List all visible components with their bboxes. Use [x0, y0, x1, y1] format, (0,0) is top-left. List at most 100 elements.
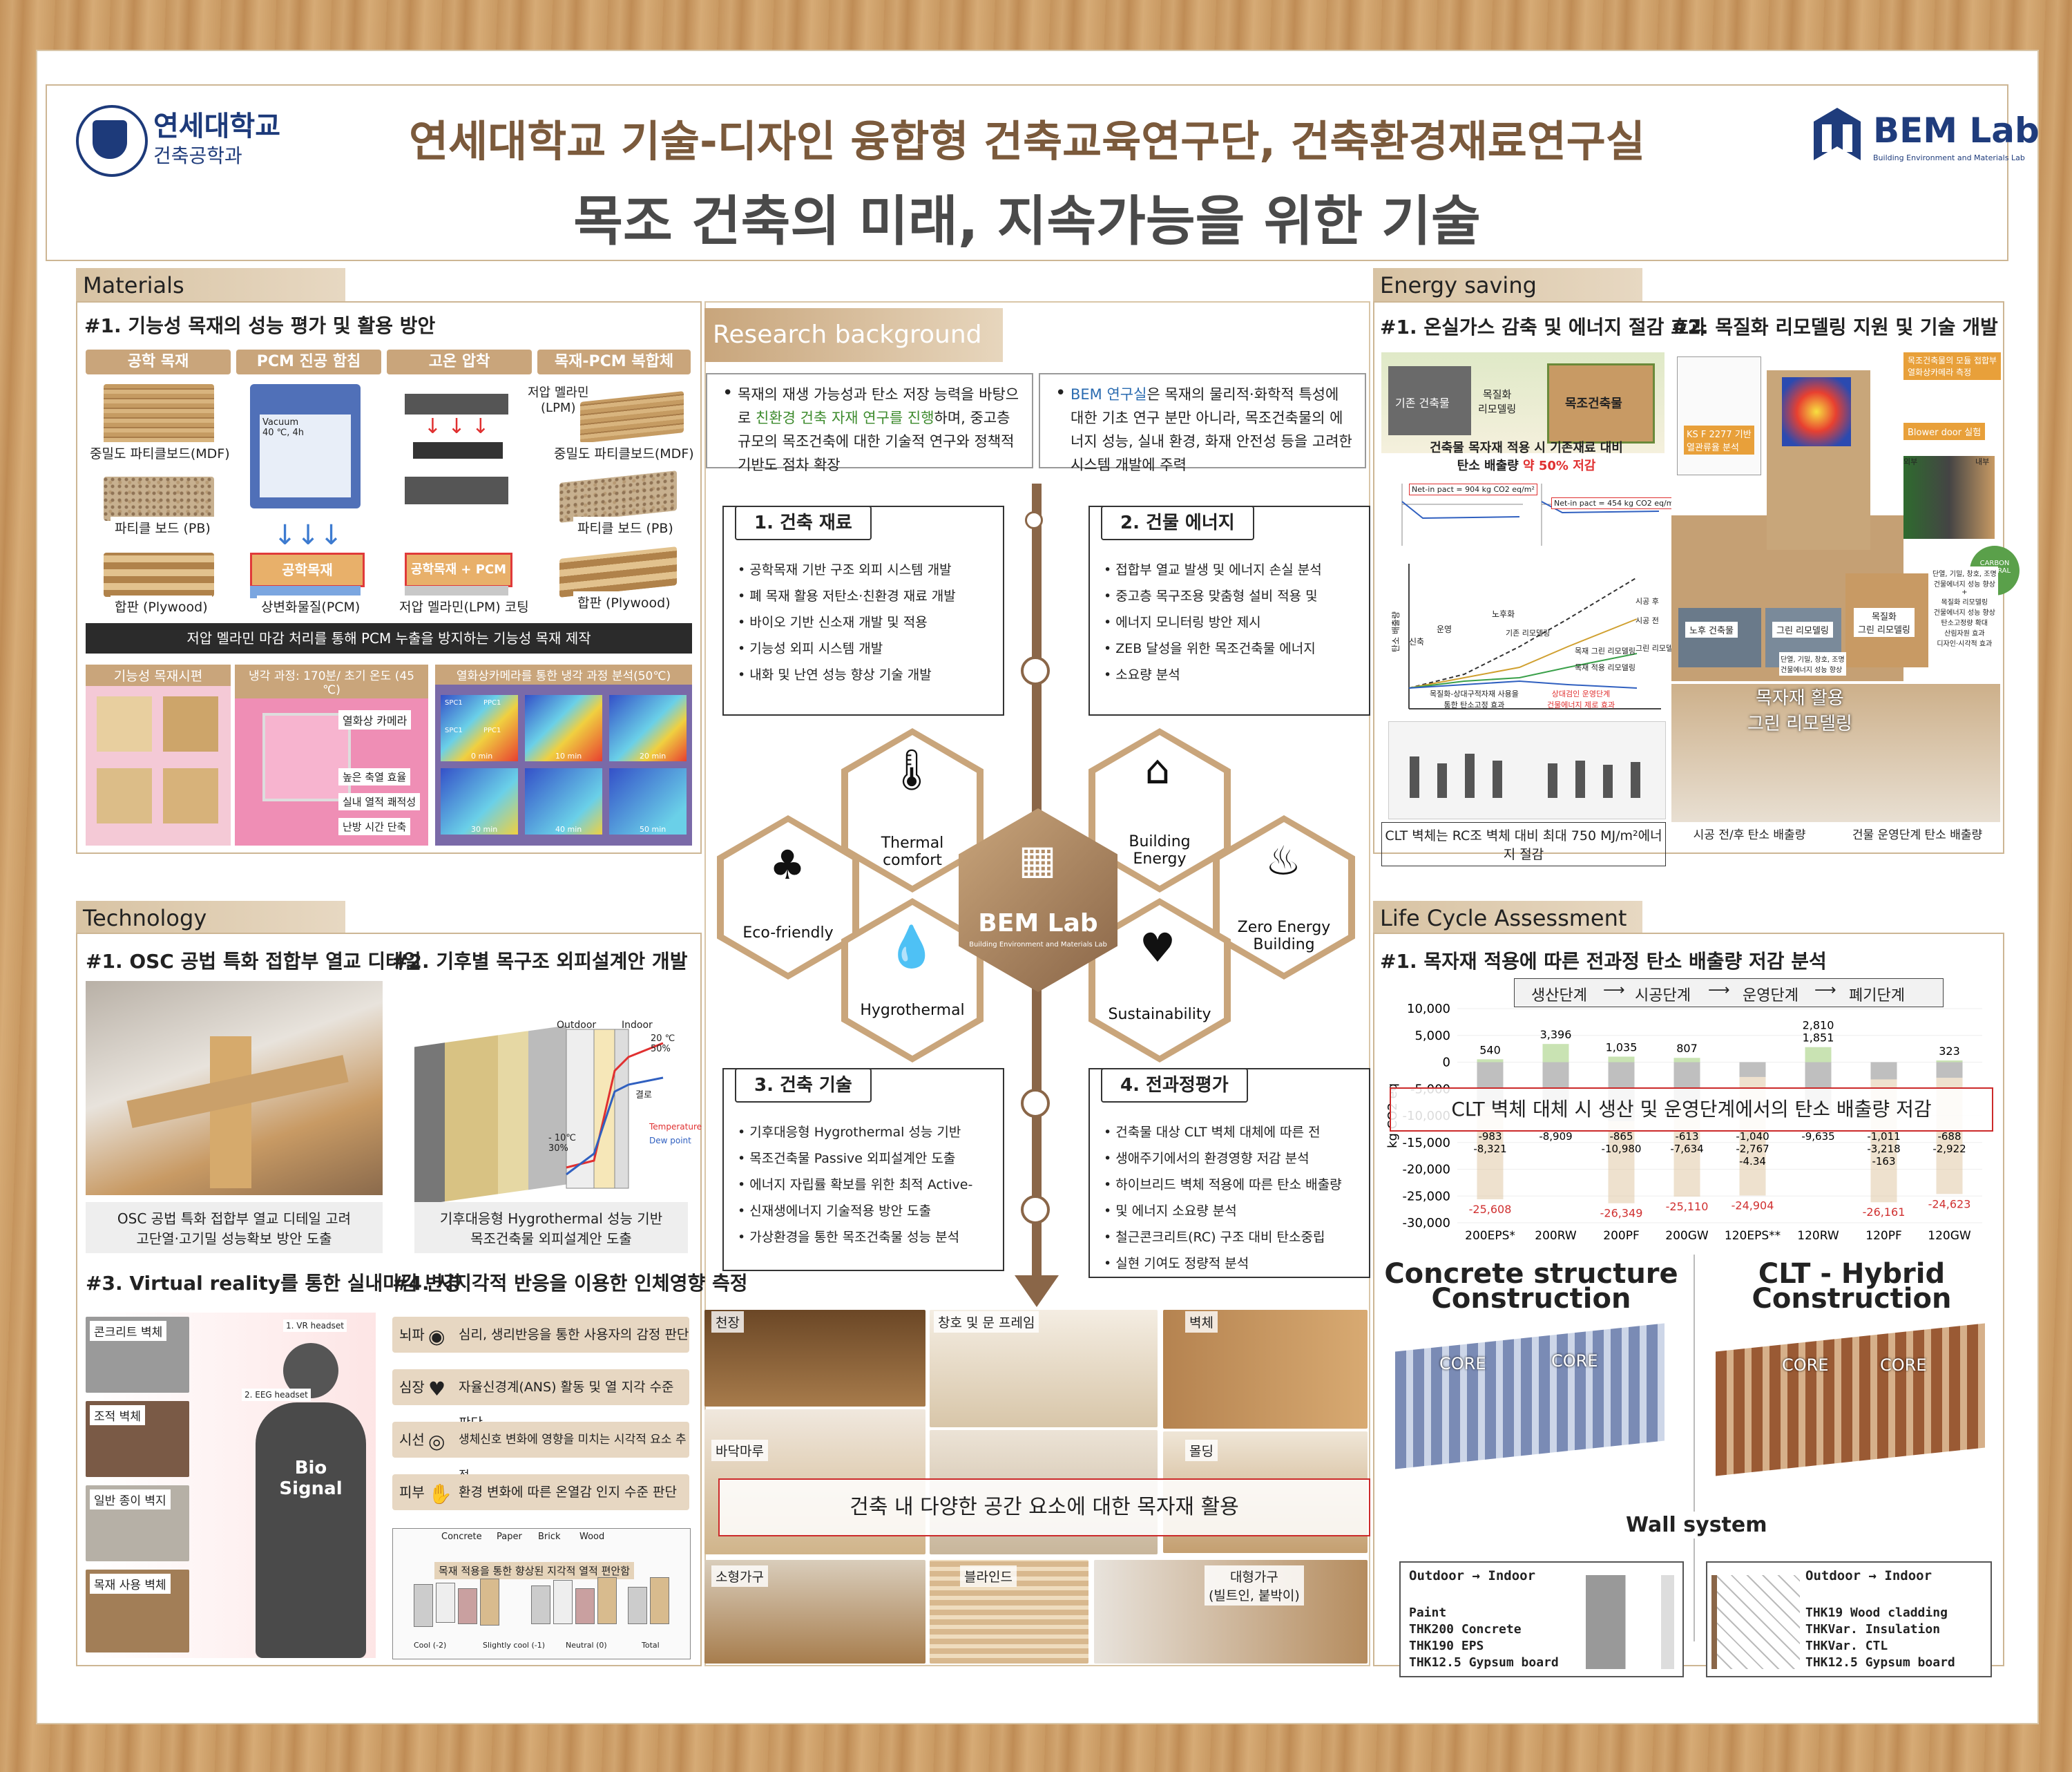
bar-operation: [1936, 1062, 1963, 1078]
university-name: 연세대학교: [153, 111, 280, 142]
concrete-layer-4: THK12.5 Gypsum board: [1409, 1655, 1559, 1670]
time-40: 40 min: [555, 825, 582, 834]
tech-h4: #4. 시지각적 반응을 이용한 인체영향 측정: [392, 1272, 748, 1295]
thermal-50: [609, 768, 687, 835]
net-impact-1: Net-in pact = 904 kg CO2 eq/m²: [1409, 484, 1537, 495]
heat-house-icon: ♨: [1265, 837, 1301, 884]
lca-h1: #1. 목자재 적용에 따른 전과정 탄소 배출량 저감 분석: [1380, 950, 1827, 973]
rb2-text-blue: BEM 연구실: [1071, 386, 1147, 403]
x-tick-label: 200GW: [1665, 1229, 1709, 1243]
concrete-layer-1: Paint: [1409, 1606, 1447, 1620]
bar-production: [1936, 1060, 1963, 1063]
mid-data-label: -3,218: [1867, 1143, 1900, 1155]
wood-band-label: 목자재 활용 그린 리모델링: [1747, 688, 1852, 734]
box-x-neutral: Neutral (0): [566, 1641, 607, 1650]
mid-data-label: -2,922: [1932, 1143, 1966, 1155]
lca-banner: CLT 벽체 대체 시 생산 및 운영단계에서의 탄소 배출량 저감: [1390, 1087, 1993, 1132]
lab-name: BEM Lab: [1873, 111, 2040, 151]
box-x-cool: Cool (-2): [414, 1641, 447, 1650]
technology-section-title: Technology: [76, 901, 345, 935]
bar-operation: [1739, 1062, 1766, 1077]
box-x-total: Total: [642, 1641, 660, 1650]
energy-claim-2: 탄소 배출량 약 50% 저감: [1388, 456, 1665, 474]
box-3: [458, 1588, 477, 1624]
box3-list: 기후대응형 Hygrothermal 성능 기반 목조건축물 Passive 외…: [738, 1119, 992, 1250]
top-data-label: 2,810: [1803, 1019, 1834, 1032]
box2-item: 접합부 열교 발생 및 에너지 손실 분석: [1104, 557, 1358, 583]
total-data-label: -26,349: [1600, 1207, 1643, 1220]
x-tick-label: 120RW: [1797, 1229, 1839, 1243]
thermal-title: 열화상카메라를 통한 냉각 과정 분석(50℃): [435, 665, 692, 685]
ebar-4: [1493, 761, 1502, 798]
impact-chart-1: [1401, 484, 1523, 546]
top-data-label: 540: [1479, 1043, 1501, 1056]
hex-thermal-inner: [848, 735, 977, 886]
bar-total: [1608, 1121, 1635, 1203]
envelope-layers-illustration: [414, 1025, 566, 1206]
box-5: [531, 1585, 550, 1624]
mdf-sample: [104, 384, 214, 446]
line-label-new: 신축: [1409, 637, 1425, 647]
stage-arrow-1: ⟶: [1603, 982, 1625, 999]
mid-data-label: -2,767: [1736, 1143, 1769, 1155]
rb1-text-b: 하며, 중고층 규모의 목조건축에 대한 기술적 연구와 정책적 기반도 점차 …: [738, 410, 1015, 473]
lpm-coat-label: 저압 멜라민(LPM) 코팅: [395, 596, 533, 617]
wood-remodel-label: 목질화 그린 리모델링: [1854, 608, 1915, 637]
ebar-5: [1548, 763, 1557, 798]
lca-section-label: Life Cycle Assessment: [1380, 905, 1627, 931]
energy-bar-table: [1388, 721, 1666, 819]
grid-label-2: PPC1: [483, 699, 501, 707]
timeline-arrow-icon: [1015, 1275, 1059, 1307]
top-data-label: 1,851: [1803, 1031, 1834, 1045]
hex-hygrothermal: [841, 898, 984, 1063]
tab-pcm-vacuum: PCM 진공 함침: [236, 350, 381, 374]
tech-caption-2: 기후대응형 Hygrothermal 성능 기반 목조건축물 외피설계안 도출: [414, 1202, 688, 1253]
y-tick-label: 0: [1443, 1056, 1450, 1070]
label-ceiling: 천장: [711, 1311, 744, 1333]
x-tick-label: 200EPS*: [1465, 1229, 1515, 1243]
heat-arrows-icon: ↓ ↓ ↓: [423, 415, 490, 439]
osc-joint-illustration: [86, 981, 383, 1195]
box-4: [480, 1579, 499, 1626]
label-wall: 벽체: [1185, 1311, 1218, 1333]
tech-h1: #1. OSC 공법 특화 접합부 열교 디테일: [86, 950, 421, 973]
ebar-6: [1575, 761, 1585, 798]
tab-hot-press: 고온 압착: [387, 350, 532, 374]
claim-red: 약 50% 저감: [1523, 459, 1596, 473]
cooling-photo: 냉각 과정: 170분/ 초기 온도 (45 ℃) 열화상 카메라 높은 축열 …: [235, 665, 428, 846]
x-tick-label: 120GW: [1928, 1229, 1971, 1243]
carbon-trend-chart: [1408, 564, 1661, 709]
vacuum-label: Vacuum 40 ℃, 4h: [260, 415, 351, 497]
rb1-text-a: 목재의 재생 가능성과 탄소 저장 능력을 바탕으로: [738, 386, 1019, 426]
box-legend-concrete: Concrete: [441, 1532, 482, 1542]
clt-wall-box: Outdoor → Indoor THK19 Wood cladding THK…: [1706, 1561, 1992, 1677]
hex-center-bem: [959, 808, 1117, 992]
pcm-layer: [250, 586, 361, 598]
pcm-label: 상변화물질(PCM): [257, 596, 365, 617]
old-building-label: 노후 건축물: [1685, 622, 1738, 638]
hygrothermal-diagram: [566, 1029, 664, 1189]
line-label-green: 그린 리모델링: [1635, 644, 1680, 653]
time-50: 50 min: [640, 825, 666, 834]
items-1: 단열, 기밀, 창호, 조명 건물에너지 성능 향상: [1779, 652, 1846, 676]
lca-section-title: Life Cycle Assessment: [1373, 901, 1642, 935]
box2-item: ZEB 달성을 위한 목조건축물 에너지: [1104, 636, 1358, 662]
wood-house: [1547, 363, 1655, 444]
cooling-box: [262, 713, 351, 801]
tab-wood-pcm: 목재-PCM 복합체: [537, 350, 691, 374]
feature-2: 실내 열적 쾌적성: [338, 793, 421, 810]
inside-label: 내부: [1975, 457, 1990, 466]
stage-construction: 시공단계: [1635, 987, 1691, 1004]
bem-cube-icon: ▦: [1018, 836, 1057, 883]
time-20: 20 min: [640, 752, 666, 761]
time-10: 10 min: [555, 752, 582, 761]
osc-column: [210, 1036, 251, 1188]
outside-label: 외부: [1903, 457, 1918, 466]
mid-data-label: -1,011: [1867, 1130, 1900, 1143]
blower-label: Blower door 실험: [1903, 423, 1986, 440]
clt-title: CLT - Hybrid Construction: [1752, 1258, 1952, 1315]
concrete-core-1: CORE: [1439, 1354, 1486, 1373]
header-title: 연세대학교 기술-디자인 융합형 건축교육연구단, 건축환경재료연구실: [409, 116, 1645, 166]
box-building-materials: 1. 건축 재료 공학목재 기반 구조 외피 시스템 개발 폐 목재 활용 저탄…: [722, 506, 1004, 716]
clt-layer-2: THKVar. Insulation: [1805, 1622, 1941, 1637]
